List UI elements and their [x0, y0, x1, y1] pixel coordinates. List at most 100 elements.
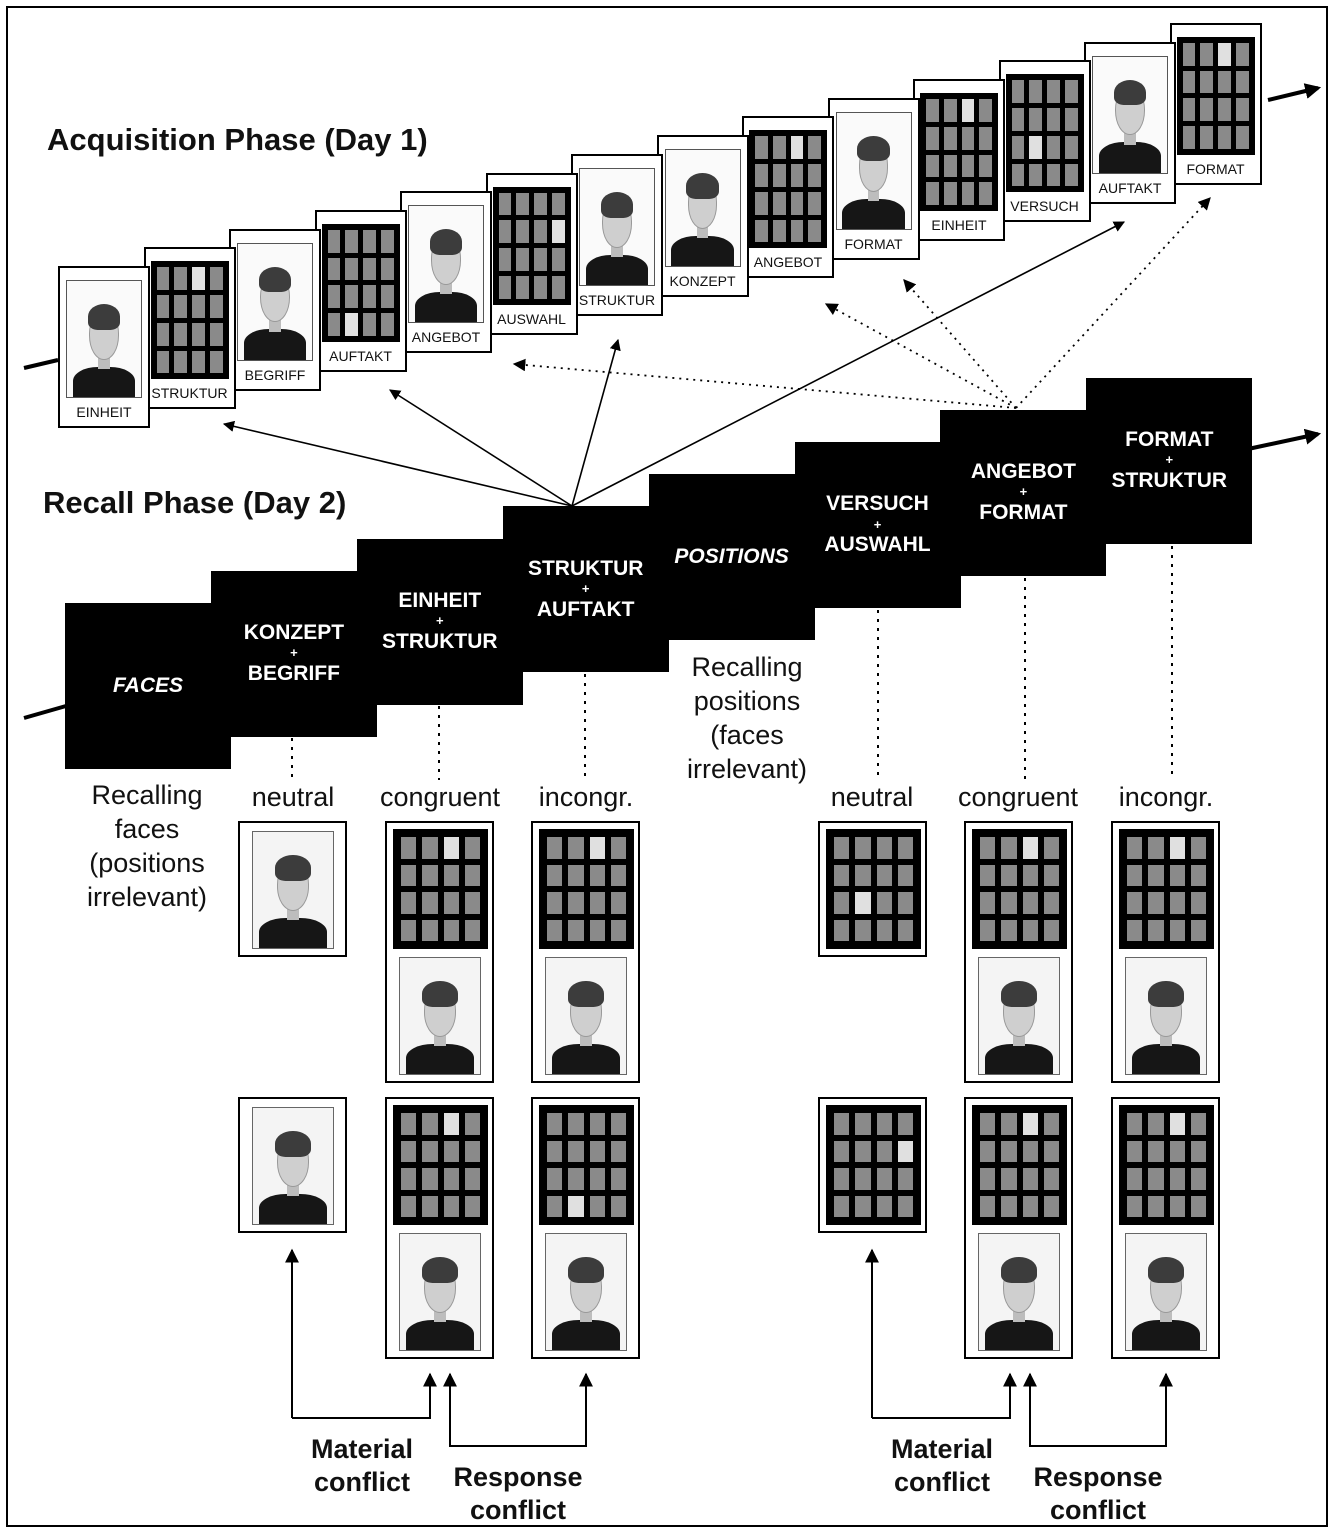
caption-line: irrelevant) — [686, 754, 808, 784]
face-frame — [978, 957, 1060, 1075]
grid-frame — [393, 1105, 488, 1225]
recall-cue-plus: + — [1019, 484, 1028, 500]
grid-cell — [422, 1113, 438, 1135]
grid-cell — [1043, 1140, 1059, 1162]
grid-cell — [1011, 135, 1025, 159]
face-photo — [238, 244, 312, 360]
grid-cell — [443, 1168, 459, 1190]
face-photo — [253, 1108, 333, 1224]
grid-cell — [363, 285, 376, 309]
retrieval-arrows-solid — [222, 221, 1125, 507]
card-word: FORMAT — [844, 235, 903, 252]
retrieval-arrow — [571, 221, 1125, 507]
response-conflict-bracket-right — [1023, 1372, 1173, 1447]
grid-frame — [1005, 74, 1084, 193]
face-hair — [87, 304, 121, 330]
grid-cell — [1218, 70, 1231, 94]
grid-cell — [980, 1195, 996, 1217]
grid-cell — [1022, 1168, 1038, 1190]
grid-cell — [1127, 864, 1143, 886]
conflict-line: Material — [310, 1434, 414, 1464]
grid-cell — [980, 864, 996, 886]
grid-cell — [855, 1195, 871, 1217]
grid-cell — [568, 919, 584, 941]
grid-cell — [534, 192, 547, 216]
figure-frame — [6, 6, 1328, 1527]
grid-cell — [380, 229, 394, 253]
grid-cell — [209, 267, 223, 291]
label-incongruent-faces: incongr. — [538, 782, 634, 812]
face-frame — [1125, 1233, 1207, 1351]
test-stimulus — [385, 1097, 494, 1359]
grid-cell — [808, 191, 821, 215]
face-neck — [440, 280, 452, 295]
recall-cue-line: BEGRIFF — [247, 662, 340, 686]
grid-cell — [363, 257, 376, 281]
grid-cell — [1169, 864, 1185, 886]
test-stimulus — [531, 821, 640, 1083]
recall-cue-line: POSITIONS — [674, 545, 789, 569]
face-body — [406, 1043, 474, 1074]
grid-cell — [980, 837, 996, 859]
grid-cell — [568, 864, 584, 886]
grid-cell — [551, 192, 565, 216]
label-congruent-faces: congruent — [379, 782, 501, 812]
face-neck — [611, 243, 623, 257]
grid-frame — [826, 829, 921, 949]
face-body — [985, 1043, 1053, 1074]
grid-cell — [772, 136, 786, 160]
test-stimulus — [531, 1097, 640, 1359]
grid-cell — [1022, 1140, 1038, 1162]
face-photo — [67, 281, 141, 397]
acquisition-card: ANGEBOT — [400, 191, 492, 354]
grid-cell — [401, 892, 417, 914]
grid-cell — [1235, 42, 1249, 66]
grid-cell — [443, 892, 459, 914]
grid-cell — [834, 1195, 850, 1217]
position-grid — [1011, 80, 1078, 187]
retrieval-arrow-dotted — [512, 358, 1017, 409]
recall-cue-line: VERSUCH — [826, 492, 929, 516]
grid-cell — [464, 1168, 480, 1190]
acquisition-card: EINHEIT — [58, 266, 150, 428]
acquisition-card: STRUKTUR — [571, 153, 663, 316]
face-body — [243, 329, 307, 360]
grid-cell — [980, 1113, 996, 1135]
grid-cell — [1047, 80, 1060, 104]
grid-cell — [464, 1140, 480, 1162]
grid-cell — [156, 350, 170, 374]
grid-cell — [1127, 1195, 1143, 1217]
test-stimulus — [964, 821, 1073, 1083]
face-photo — [253, 832, 333, 948]
face-photo — [409, 206, 483, 323]
face-body — [1098, 142, 1162, 173]
position-grid — [926, 99, 992, 205]
grid-cell — [1047, 163, 1060, 187]
grid-cell — [1064, 135, 1078, 159]
grid-cell — [1011, 80, 1025, 104]
face-body — [1132, 1319, 1200, 1350]
grid-cell — [980, 1140, 996, 1162]
grid-cell — [1169, 1140, 1185, 1162]
card-word: STRUKTUR — [151, 385, 228, 402]
face-photo — [400, 1234, 480, 1350]
grid-cell — [979, 99, 992, 122]
grid-cell — [589, 919, 605, 941]
grid-cell — [979, 154, 992, 178]
face-hair — [1148, 981, 1184, 1007]
face-frame — [1125, 957, 1207, 1075]
grid-cell — [401, 1140, 417, 1162]
grid-frame — [492, 186, 571, 305]
acquisition-phase-title: Acquisition Phase (Day 1) — [47, 122, 428, 157]
grid-cell — [547, 837, 563, 859]
grid-frame — [1119, 829, 1214, 949]
card-word: BEGRIFF — [244, 366, 306, 383]
grid-cell — [1169, 1195, 1185, 1217]
material-conflict-label-left: Material conflict — [292, 1433, 432, 1499]
grid-cell — [327, 285, 341, 309]
grid-cell — [897, 919, 913, 941]
grid-cell — [192, 295, 205, 318]
grid-cell — [568, 1168, 584, 1190]
caption-line: (positions — [89, 848, 205, 878]
grid-cell — [834, 892, 850, 914]
